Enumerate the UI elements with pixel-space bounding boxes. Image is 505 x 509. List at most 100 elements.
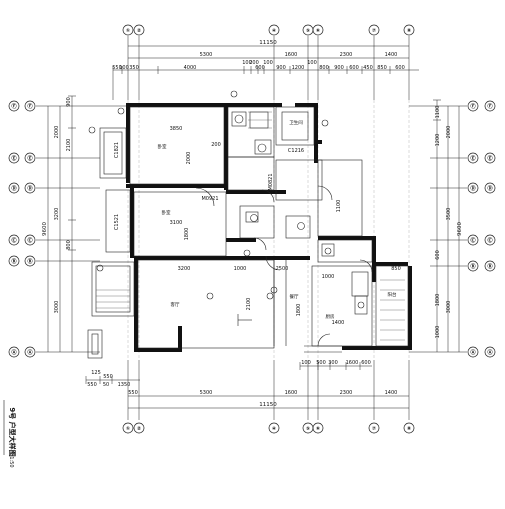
dim-extra: 125: [91, 370, 101, 376]
dim-top-total: 11150: [259, 40, 277, 46]
dim-extra-2: 1100: [336, 200, 342, 213]
axis-label-bottom-4: ④: [272, 426, 276, 432]
dim-bottom-left-3: 550: [103, 374, 113, 380]
axis-label-bottom-6: ⑥: [316, 426, 320, 432]
dim-right-seg-2: 3500: [446, 208, 452, 221]
dim-kitchen-3: 1800: [296, 304, 302, 317]
dim-top-seg-4: 1400: [385, 52, 398, 58]
right-dimensions: [409, 99, 467, 353]
top-dimensions: [112, 36, 419, 100]
axis-label-left-d: Ⓓ: [11, 185, 16, 192]
dim-bottom-seg-4: 2300: [340, 390, 353, 396]
interior-lines: [87, 90, 409, 359]
axis-bubble-top-4: [268, 24, 280, 36]
dim-top-detail-17: 600: [395, 65, 405, 71]
dim-top-detail-3: 350: [129, 65, 139, 71]
dim-right-detail-1: 1100: [435, 106, 441, 119]
dim-top-detail-11: 100: [307, 60, 317, 66]
axis-label-left-a: Ⓐ: [11, 349, 16, 356]
dim-center-3: 2500: [276, 266, 289, 272]
dim-top-detail-10: 1200: [292, 65, 305, 71]
axis-label-left2-f: Ⓕ: [27, 103, 32, 110]
label-window3: C1216: [288, 148, 304, 154]
dim-left-seg-4: 3000: [54, 301, 60, 314]
dim-top-detail-14: 600: [349, 65, 359, 71]
axis-bubble-top-8: [403, 24, 415, 36]
dim-right-seg-1: 2000: [446, 126, 452, 139]
dim-top-detail-12: 800: [319, 65, 329, 71]
top-axis-row: ① ② ④ ⑤ ⑥ ⑦ ⑧: [122, 24, 415, 36]
axis-label-left-f: Ⓕ: [11, 103, 16, 110]
axis-bubble-top-2: [133, 24, 145, 36]
axis-label-right-c: Ⓒ: [470, 237, 475, 244]
dim-room1: 3850: [170, 126, 183, 132]
dim-bottom-detail-4: 1600: [346, 360, 359, 366]
dim-left-detail-1: 900: [66, 97, 72, 107]
dim-top-detail-7: 600: [255, 65, 265, 71]
axis-label-bottom-2: ②: [137, 426, 141, 432]
axis-label-right-b: Ⓑ: [470, 263, 475, 270]
drawing-scale: 1:50: [8, 456, 14, 467]
axis-label-left2-b: Ⓑ: [27, 258, 32, 265]
axis-label-bottom-8: ⑧: [407, 426, 411, 432]
axis-label-left-c: Ⓒ: [11, 237, 16, 244]
left-dimension-texts: 9600 2000 3200 3000 900 2100 800: [42, 97, 72, 313]
dim-top-seg-1: 5300: [200, 52, 213, 58]
label-door2: M0821: [268, 173, 274, 190]
axis-label-bottom-5: ⑤: [306, 426, 310, 432]
dim-room2: 3100: [170, 220, 183, 226]
dim-top-detail-5: 100: [242, 60, 252, 66]
dim-bottom-detail-5: 600: [361, 360, 371, 366]
axis-label-top-2: ②: [137, 28, 141, 34]
left-dimensions: [36, 95, 128, 353]
dim-bottom-detail-2: 500: [316, 360, 326, 366]
dim-right-detail-3: 1800: [435, 294, 441, 307]
left-axis-column: Ⓕ Ⓔ Ⓓ Ⓒ Ⓑ Ⓐ Ⓕ Ⓔ Ⓓ Ⓒ Ⓑ Ⓐ: [8, 100, 36, 358]
dim-right-total: 9600: [457, 222, 463, 236]
axis-label-left2-c: Ⓒ: [27, 237, 32, 244]
axis-label-left2-d: Ⓓ: [27, 185, 32, 192]
dim-top-seg-2: 1600: [285, 52, 298, 58]
axis-label-right-e: Ⓔ: [470, 155, 475, 162]
bottom-dimension-texts: 100 500 300 1600 600 550 50 550 1350 550…: [87, 360, 397, 408]
axis-label-left-b: Ⓑ: [11, 258, 16, 265]
label-window1: C1821: [114, 142, 120, 158]
dim-top-detail-4: 4000: [184, 65, 197, 71]
axis-label-right-d: Ⓓ: [470, 185, 475, 192]
dim-top-detail-2: 100: [119, 65, 129, 71]
axis-label-top-6: ⑥: [316, 28, 320, 34]
dim-bottom-total: 11150: [259, 402, 277, 408]
room-label-kitchen: 厨房: [326, 313, 335, 320]
axis-label-top-8: ⑧: [407, 28, 411, 34]
dim-balcony: 850: [391, 266, 401, 272]
dim-top-detail-1: 550: [112, 65, 122, 71]
dim-right-room-2: 2100: [246, 298, 252, 311]
room-label-bath: 卫生间: [289, 119, 303, 126]
axis-label-right2-e: Ⓔ: [487, 155, 492, 162]
axis-label-left2-a: Ⓐ: [27, 349, 32, 356]
walls: [126, 103, 412, 352]
grid-axes: [127, 100, 410, 360]
top-dimension-texts: 11150 5300 1600 2300 1400 550 100 350 40…: [112, 40, 405, 71]
axis-label-left-e: Ⓔ: [11, 155, 16, 162]
axis-label-top-4: ④: [272, 28, 276, 34]
dim-top-detail-13: 900: [334, 65, 344, 71]
dim-bottom-left-2: 50: [103, 382, 109, 388]
axis-label-right2-c: Ⓒ: [487, 237, 492, 244]
room-label-dining: 餐厅: [290, 293, 299, 300]
axis-label-right2-a: Ⓐ: [487, 349, 492, 356]
dim-left-total: 9600: [42, 222, 48, 236]
dim-bottom-seg-3: 1600: [285, 390, 298, 396]
dim-right-detail-2: 1200: [435, 134, 441, 147]
dim-top-detail-15: 450: [363, 65, 373, 71]
dim-center-2: 1000: [234, 266, 247, 272]
dim-right-detail-5: 600: [435, 250, 441, 260]
axis-label-top-5: ⑤: [306, 28, 310, 34]
axis-label-left2-e: Ⓔ: [27, 155, 32, 162]
axis-label-top-1: ①: [126, 28, 130, 34]
dim-right-seg-3: 3000: [446, 301, 452, 314]
axis-bubble-top-6: [312, 24, 324, 36]
dim-left-seg-1: 2000: [54, 126, 60, 139]
dim-bottom-left-1: 550: [87, 382, 97, 388]
